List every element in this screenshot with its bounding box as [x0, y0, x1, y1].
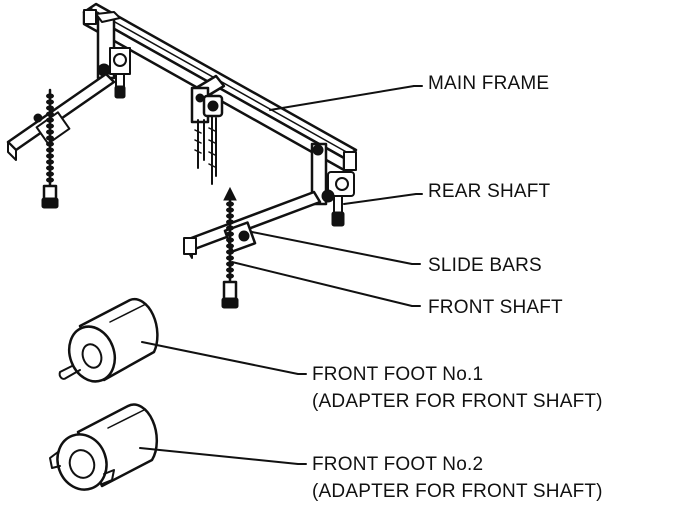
thread-bead: [226, 207, 234, 213]
front-slide-bar: [183, 190, 322, 259]
label-rear-shaft: REAR SHAFT: [428, 181, 551, 202]
thread-bead: [226, 249, 234, 255]
label-front-foot-1: FRONT FOOT No.1: [312, 364, 484, 385]
label-front-foot-2-adapter: (ADAPTER FOR FRONT SHAFT): [312, 481, 603, 502]
thread-bead: [46, 177, 54, 183]
center-hanger: [190, 74, 226, 185]
thread-bead: [46, 135, 54, 141]
rear-hanger-assembly: [310, 142, 355, 227]
label-front-shaft: FRONT SHAFT: [428, 297, 563, 318]
front-threaded-shaft: [221, 186, 239, 309]
label-front-foot-2: FRONT FOOT No.2: [312, 454, 484, 475]
thread-bead: [46, 93, 54, 99]
thread-bead: [46, 147, 54, 153]
thread-bead: [46, 159, 54, 165]
leader-lines: [139, 85, 423, 465]
thread-bead: [46, 171, 54, 177]
label-front-foot-1-adapter: (ADAPTER FOR FRONT SHAFT): [312, 391, 603, 412]
thread-bead: [226, 237, 234, 243]
thread-bead: [226, 213, 234, 219]
thread-bead: [226, 273, 234, 279]
thread-bead: [46, 141, 54, 147]
thread-bead: [226, 219, 234, 225]
left-threaded-shaft: [41, 88, 59, 209]
thread-bead: [46, 165, 54, 171]
thread-bead: [46, 105, 54, 111]
front-foot-2-drawing: [49, 403, 159, 491]
thread-bead: [46, 123, 54, 129]
thread-bead: [226, 201, 234, 207]
thread-bead: [226, 255, 234, 261]
thread-bead: [226, 243, 234, 249]
thread-bead: [226, 231, 234, 237]
label-main-frame: MAIN FRAME: [428, 73, 550, 94]
left-slide-bar: [6, 72, 116, 161]
thread-bead: [226, 225, 234, 231]
front-foot-1-drawing: [58, 298, 159, 383]
thread-bead: [46, 129, 54, 135]
thread-bead: [46, 99, 54, 105]
thread-bead: [46, 111, 54, 117]
thread-bead: [226, 267, 234, 273]
thread-bead: [46, 153, 54, 159]
label-slide-bars: SLIDE BARS: [428, 255, 542, 276]
thread-bead: [46, 117, 54, 123]
